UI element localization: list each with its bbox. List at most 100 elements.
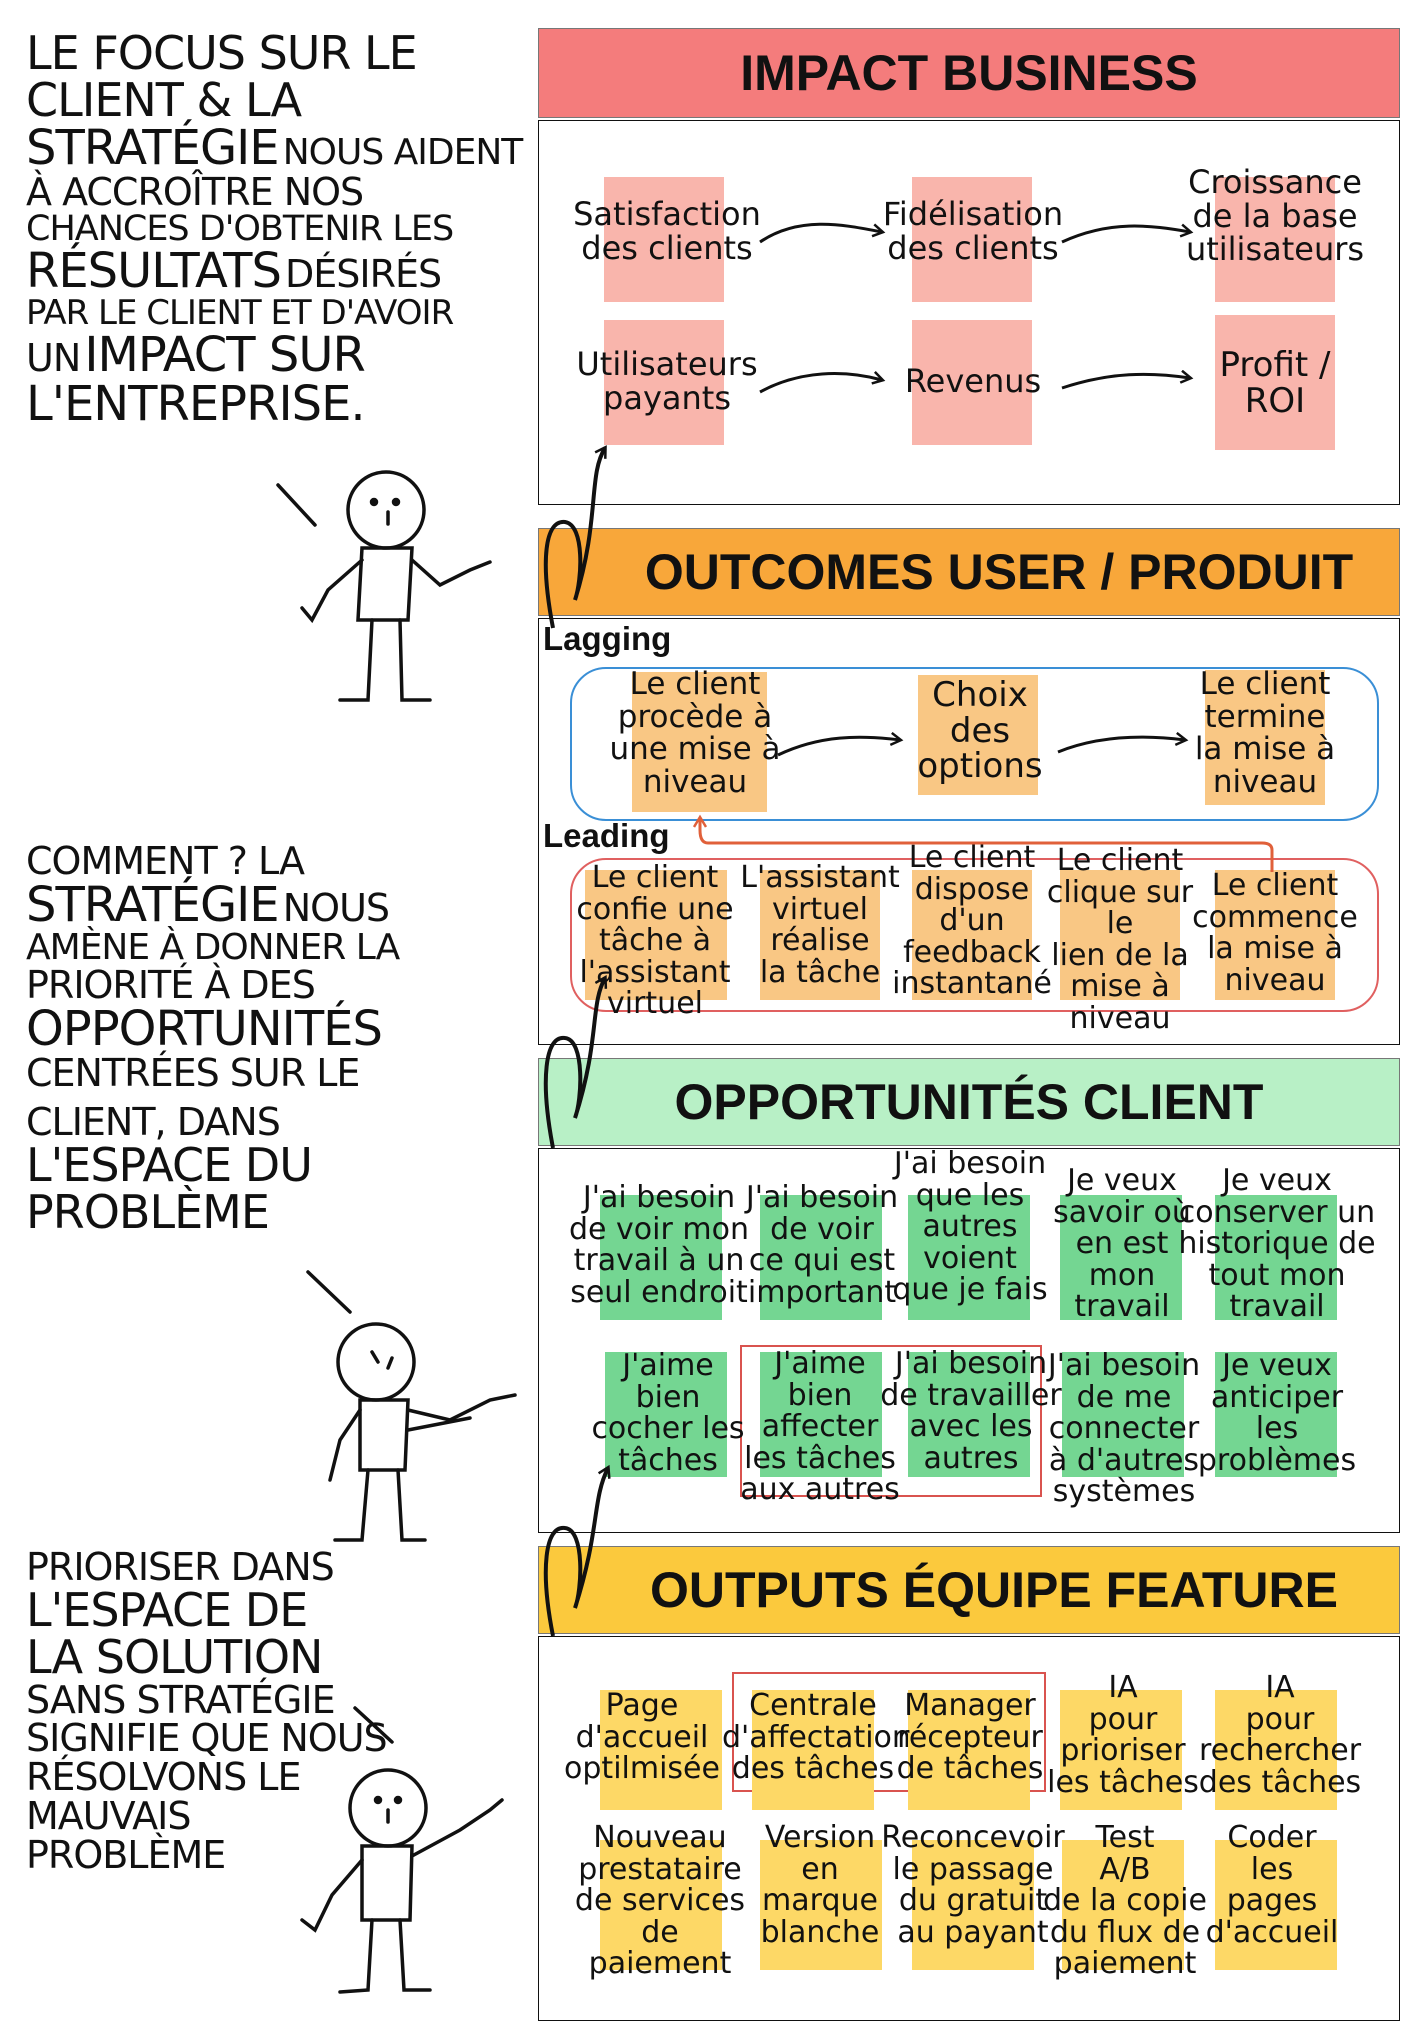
sticky-note xyxy=(1215,870,1335,1000)
sticky-note xyxy=(760,1840,882,1970)
output-note-8: Reconcevoir le passage du gratuit au pay… xyxy=(881,1820,1065,1950)
impact-note-profit: Profit / ROI xyxy=(1219,345,1331,421)
narrative-line: DÉSIRÉS xyxy=(285,252,442,297)
sticky-note xyxy=(1060,1195,1182,1320)
impact-title: IMPACT BUSINESS xyxy=(740,45,1198,101)
output-note-1: Page d'accueil optilmisée xyxy=(564,1688,720,1786)
outputs-header: OUTPUTS ÉQUIPE FEATURE xyxy=(538,1546,1400,1634)
output-note-9: Test A/B de la copie du flux de paiement xyxy=(1043,1820,1207,1981)
sticky-note xyxy=(585,870,727,1000)
impact-note-utilisateurs: Utilisateurs payants xyxy=(576,345,758,417)
narrative-line: CHANCES D'OBTENIR LES xyxy=(26,208,454,249)
opportunity-note-8: J'ai besoin de travailler avec les autre… xyxy=(880,1346,1062,1476)
sticky-note xyxy=(912,870,1032,1000)
opportunity-note-1: J'ai besoin de voir mon travail à un seu… xyxy=(569,1180,749,1310)
opportunity-highlight-box xyxy=(740,1345,1042,1497)
sticky-note xyxy=(908,1352,1030,1477)
impact-note-fidelisation: Fidélisation des clients xyxy=(882,195,1064,267)
sticky-note xyxy=(1215,1352,1337,1477)
sticky-note xyxy=(908,1690,1030,1810)
narrative-line: PRIORITÉ À DES xyxy=(26,963,316,1008)
narrative-line: SANS STRATÉGIE xyxy=(26,1677,336,1722)
opportunity-note-4: Je veux savoir où en est mon travail xyxy=(1053,1163,1191,1324)
narrative-line: CLIENT, DANS xyxy=(26,1099,281,1144)
sticky-note xyxy=(760,1195,882,1320)
sticky-note xyxy=(912,320,1032,445)
narrative-emphasis: L'ENTREPRISE. xyxy=(26,375,366,432)
narrative-line: LE FOCUS SUR LE xyxy=(26,26,418,80)
lagging-note-3: Le client termine la mise à niveau xyxy=(1194,666,1336,800)
opportunities-title: OPPORTUNITÉS CLIENT xyxy=(674,1074,1264,1130)
output-note-4: IA pour prioriser les tâches xyxy=(1047,1670,1199,1800)
opportunity-note-3: J'ai besoin que les autres voient que je… xyxy=(892,1146,1048,1307)
opportunity-note-7: J'aime bien affecter les tâches aux autr… xyxy=(740,1346,900,1507)
output-note-10: Coder les pages d'accueil xyxy=(1205,1820,1339,1950)
output-note-5: IA pour rechercher des tâches xyxy=(1198,1670,1362,1800)
narrative-emphasis: L'ESPACE DU xyxy=(26,1137,313,1192)
sticky-note xyxy=(1215,177,1335,302)
sticky-note xyxy=(912,177,1032,302)
output-note-7: Version en marque blanche xyxy=(760,1820,880,1950)
narrative-line: NOUS xyxy=(282,885,390,930)
outcomes-header: OUTCOMES USER / PRODUIT xyxy=(538,528,1400,616)
narrative-line: À ACCROÎTRE NOS xyxy=(26,169,364,214)
leading-note-5: Le client commence la mise à niveau xyxy=(1192,868,1358,998)
narrative-emphasis: IMPACT SUR xyxy=(84,326,365,383)
narrative-line: UN xyxy=(26,335,81,380)
sticky-note xyxy=(600,1690,722,1810)
sticky-note xyxy=(632,672,767,812)
opportunity-note-5: Je veux conserver un historique de tout … xyxy=(1178,1163,1376,1324)
lagging-note-2: Choix des options xyxy=(917,675,1043,787)
sticky-note xyxy=(600,1840,722,1970)
leading-label: Leading xyxy=(543,817,670,854)
narrative-emphasis: LA SOLUTION xyxy=(26,1629,323,1684)
narrative-emphasis: L'ESPACE DE xyxy=(26,1582,308,1637)
outcomes-title: OUTCOMES USER / PRODUIT xyxy=(644,544,1354,600)
narrative-line: NOUS AIDENT xyxy=(282,131,524,173)
sticky-note xyxy=(1215,1195,1337,1320)
narrative-emphasis: STRATÉGIE xyxy=(26,876,280,933)
sticky-note xyxy=(760,870,880,1000)
impact-header: IMPACT BUSINESS xyxy=(538,28,1400,118)
leading-note-1: Le client confie une tâche à l'assistant… xyxy=(576,860,734,1021)
impact-note-satisfaction: Satisfaction des clients xyxy=(573,195,761,267)
sticky-note xyxy=(760,1352,882,1477)
narrative-line: SIGNIFIE QUE NOUS xyxy=(26,1716,388,1761)
sticky-note xyxy=(1215,315,1335,450)
opportunity-note-9: J'ai besoin de me connecter à d'autres s… xyxy=(1047,1348,1201,1509)
narrative-line: PRIORISER DANS xyxy=(26,1545,335,1589)
output-note-3: Manager récepteur de tâches xyxy=(896,1688,1044,1786)
opportunity-note-2: J'ai besoin de voir ce qui est important xyxy=(745,1180,899,1310)
opportunity-note-10: Je veux anticiper les problèmes xyxy=(1197,1348,1357,1478)
narrative-emphasis: OPPORTUNITÉS xyxy=(26,1001,383,1058)
outputs-title: OUTPUTS ÉQUIPE FEATURE xyxy=(649,1562,1338,1618)
stick-figure-shrug xyxy=(276,470,492,702)
narrative-emphasis: STRATÉGIE xyxy=(26,119,280,176)
stick-figure-pointing xyxy=(306,1270,517,1542)
sticky-note xyxy=(1062,1840,1184,1970)
narrative-line: PAR LE CLIENT ET D'AVOIR xyxy=(26,293,454,334)
impact-note-revenus: Revenus xyxy=(904,362,1042,400)
sticky-note xyxy=(1060,1690,1182,1810)
narrative-emphasis: RÉSULTATS xyxy=(26,243,282,300)
output-note-2: Centrale d'affectation des tâches xyxy=(722,1688,911,1786)
leading-note-4: Le client clique sur le lien de la mise … xyxy=(1046,843,1194,1036)
sticky-note xyxy=(1215,1690,1337,1810)
lagging-note-1: Le client procède à une mise à niveau xyxy=(609,666,781,800)
narrative-line: PROBLÈME xyxy=(26,1832,226,1877)
sticky-note xyxy=(908,1195,1030,1320)
opportunity-note-6: J'aime bien cocher les tâches xyxy=(591,1348,745,1478)
narrative-bottom: PRIORISER DANS L'ESPACE DE LA SOLUTION S… xyxy=(26,1545,388,1877)
sticky-note xyxy=(604,177,724,302)
sticky-note xyxy=(600,1195,722,1320)
sticky-note xyxy=(1062,1352,1184,1477)
narrative-emphasis: PROBLÈME xyxy=(26,1184,270,1239)
narrative-line: COMMENT ? LA xyxy=(26,839,305,883)
narrative-line: CENTRÉES SUR LE xyxy=(26,1051,360,1096)
narrative-line: CLIENT & LA xyxy=(26,72,302,127)
opportunities-header: OPPORTUNITÉS CLIENT xyxy=(538,1058,1400,1146)
output-note-6: Nouveau prestataire de services de paiem… xyxy=(574,1820,746,1981)
sticky-note xyxy=(912,1840,1034,1970)
sticky-note xyxy=(1205,670,1325,805)
sticky-note xyxy=(918,675,1038,795)
